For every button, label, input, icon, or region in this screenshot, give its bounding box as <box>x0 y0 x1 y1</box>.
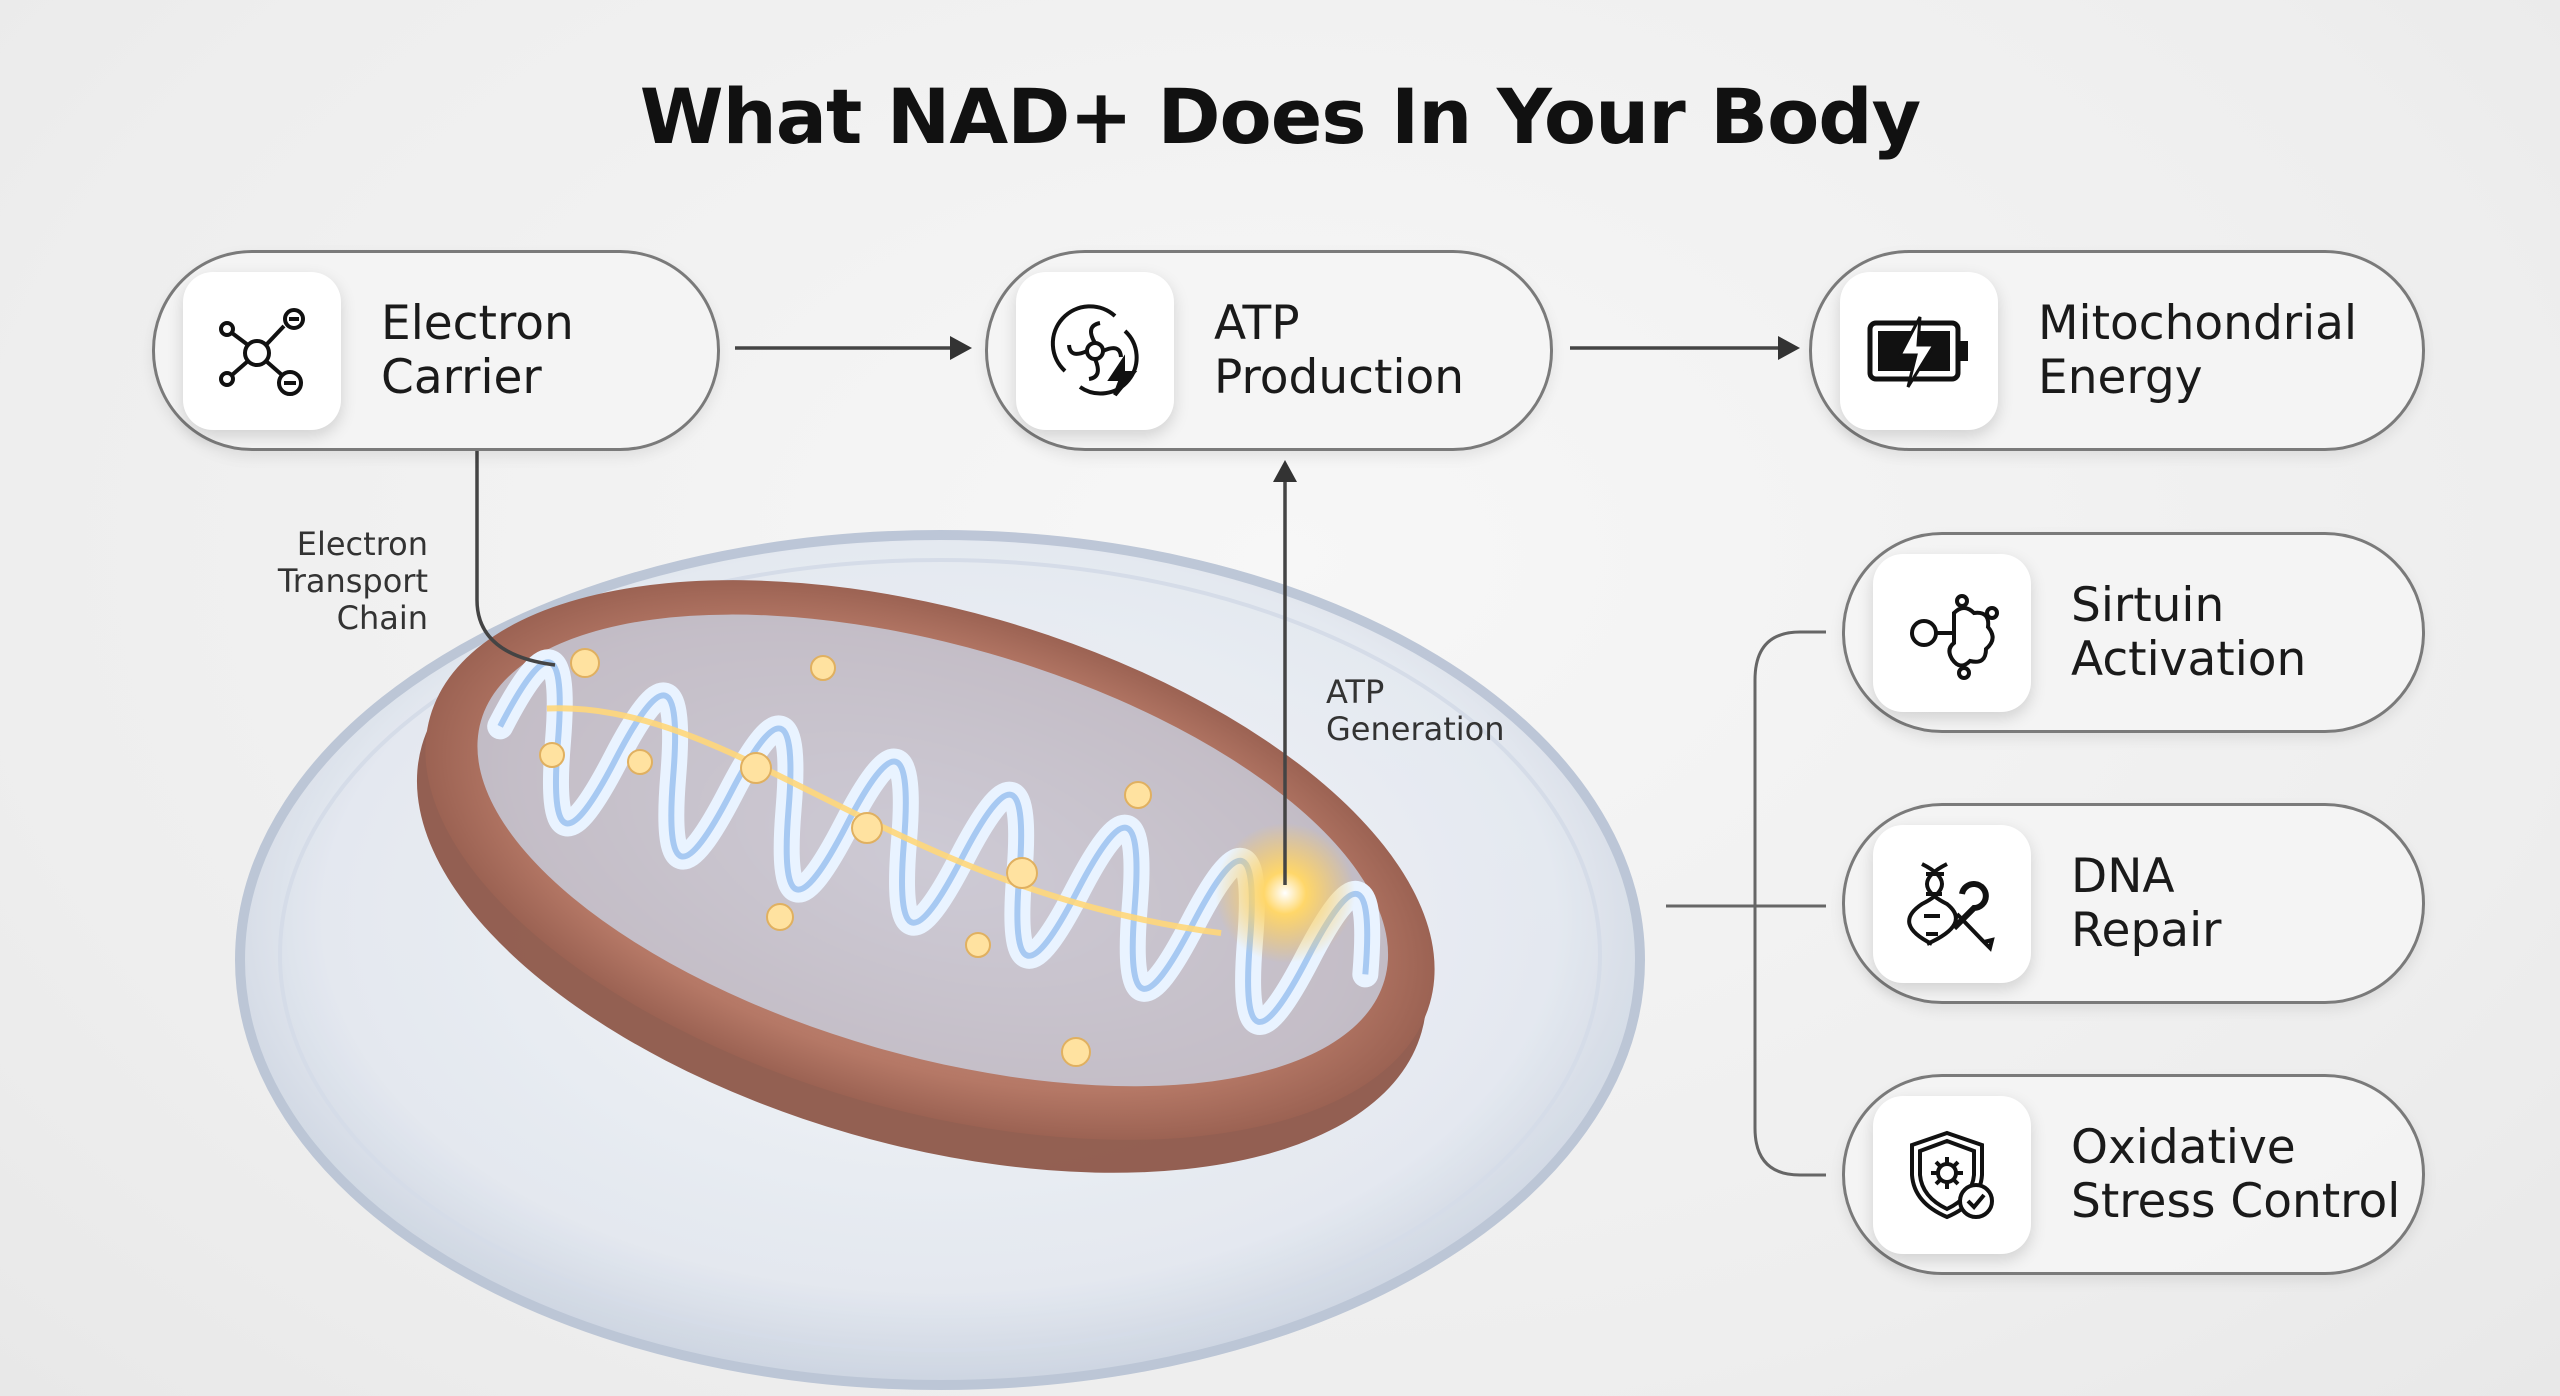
battery-charging-icon <box>1840 271 1998 430</box>
annotation-line: ATP <box>1326 673 1385 711</box>
etc-connector <box>475 449 556 667</box>
function-label: DNA <box>2071 848 2175 904</box>
function-label: Repair <box>2071 902 2222 958</box>
flow-label: Electron <box>381 295 574 351</box>
function-label: Sirtuin <box>2071 577 2225 633</box>
function-label: Oxidative <box>2071 1119 2296 1175</box>
flow-label: Energy <box>2038 349 2203 405</box>
atp-glow <box>1215 823 1355 963</box>
annotation-line: Transport <box>277 562 428 600</box>
flow-label: Mitochondrial <box>2038 295 2358 351</box>
flow-label: Carrier <box>381 349 542 405</box>
page-title: What NAD+ Does In Your Body <box>639 72 1921 161</box>
key-enzyme-icon <box>1873 553 2031 712</box>
atp-generation-annotation: ATP Generation <box>1326 674 1505 748</box>
etc-annotation: Electron Transport Chain <box>228 526 428 637</box>
function-label: Stress Control <box>2071 1173 2401 1229</box>
function-label: Activation <box>2071 631 2307 687</box>
annotation-line: Electron <box>296 525 428 563</box>
turbine-lightning-icon <box>1016 271 1174 430</box>
flow-label: Production <box>1214 349 1465 405</box>
function-bracket <box>1666 630 1826 1177</box>
molecule-electron-icon <box>183 271 341 430</box>
shield-check-icon <box>1873 1095 2031 1254</box>
flow-label: ATP <box>1214 295 1300 351</box>
annotation-line: Generation <box>1326 710 1505 748</box>
annotation-line: Chain <box>336 599 428 637</box>
dna-wrench-icon <box>1873 824 2031 983</box>
